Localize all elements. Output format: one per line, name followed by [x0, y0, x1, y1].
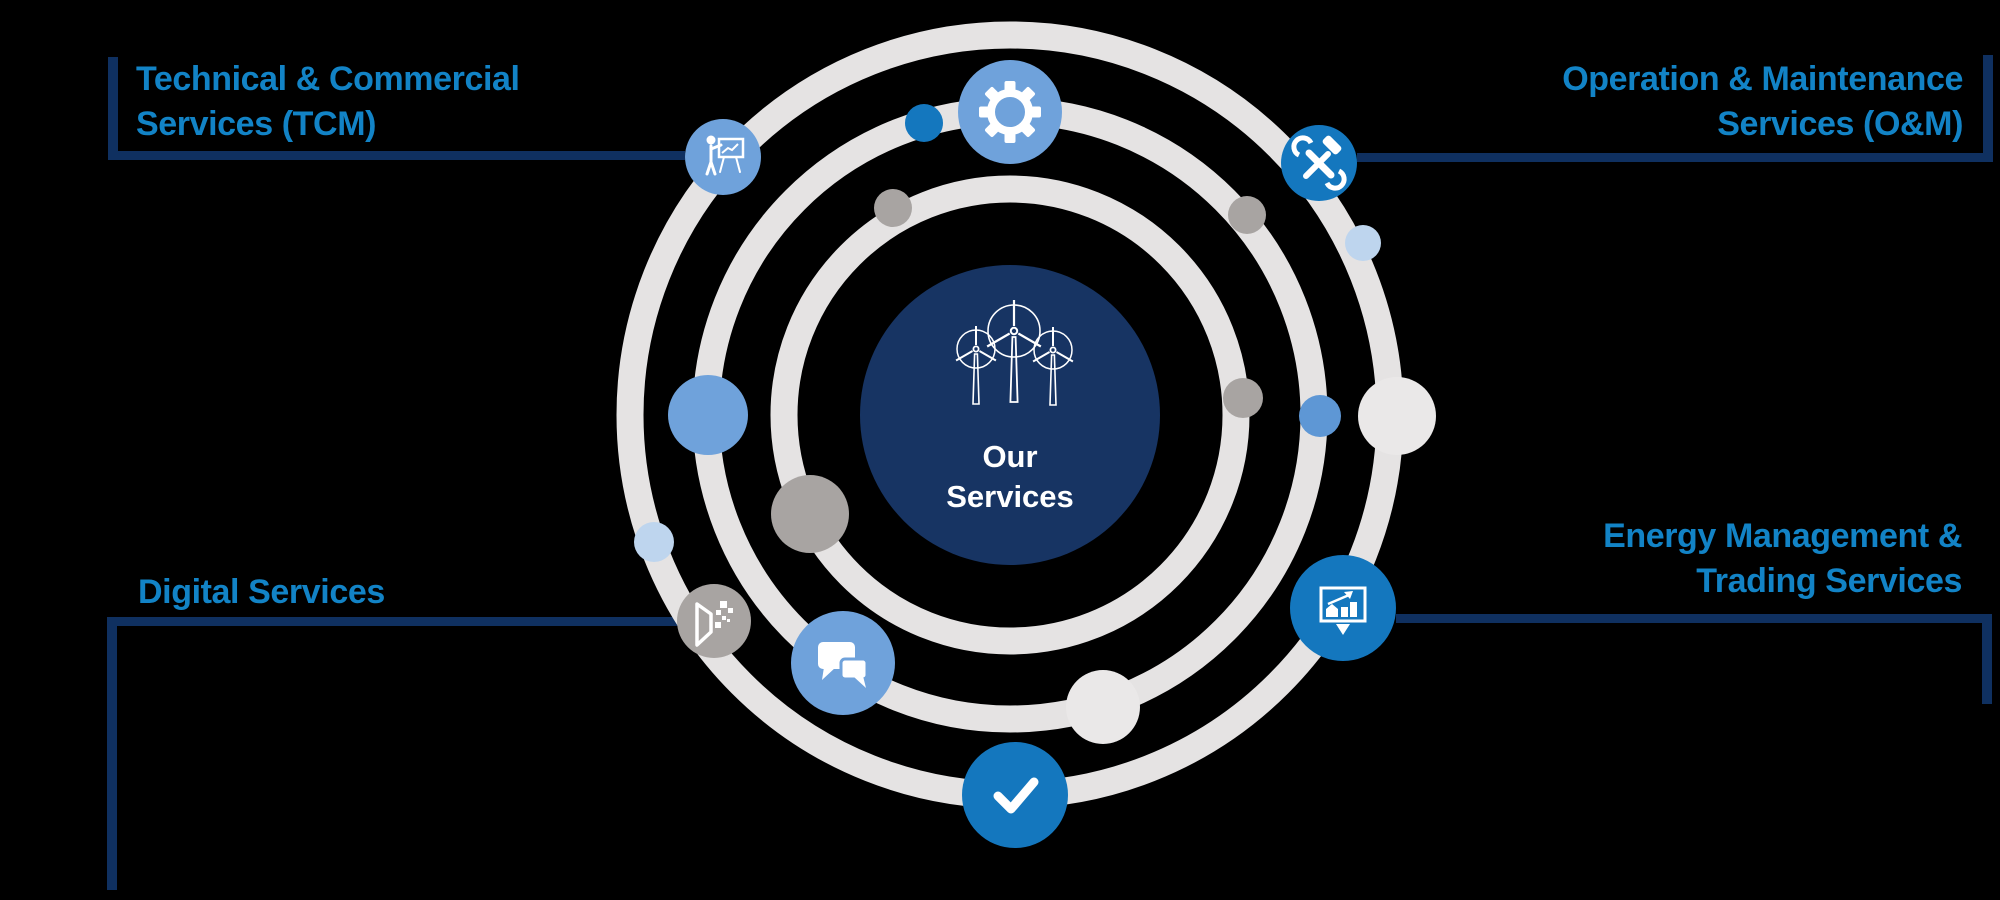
bracket-energy-horizontal — [1396, 614, 1992, 623]
chat-satellite-circle — [791, 611, 895, 715]
orbit-dots — [634, 104, 1436, 744]
orbit-dot — [1066, 670, 1140, 744]
gear-satellite — [958, 60, 1062, 164]
gear-icon — [979, 81, 1041, 143]
tools-satellite-circle — [1281, 125, 1357, 201]
label-technical-commercial-services: Technical & Commercial Services (TCM) — [136, 60, 520, 143]
orbit-ring-outer — [616, 21, 1404, 809]
gear-satellite-circle — [958, 60, 1062, 164]
orbit-dot — [634, 522, 674, 562]
orbit-ring-inner — [770, 175, 1250, 655]
orbit-dot — [1223, 378, 1263, 418]
big-data-icon — [695, 601, 733, 647]
big-data-satellite-circle — [677, 584, 751, 658]
bracket-tcm-horizontal — [108, 151, 685, 160]
chart-satellite — [1290, 555, 1396, 661]
label-energy-trading-services: Energy Management & Trading Services — [1603, 517, 1962, 600]
bracket-energy-vertical — [1982, 614, 1992, 704]
check-satellite-circle — [962, 742, 1068, 848]
presenter-easel-icon — [705, 135, 745, 176]
bar-chart-growth-icon — [1319, 586, 1367, 635]
checkmark-icon — [993, 777, 1039, 814]
wind-turbines-icon — [955, 300, 1074, 406]
chart-satellite-circle — [1290, 555, 1396, 661]
tools-satellite — [1281, 125, 1357, 201]
presenter-satellite-circle — [685, 119, 761, 195]
wrench-hammer-icon — [1291, 135, 1347, 191]
orbit-dot — [1358, 377, 1436, 455]
orbit-dot — [905, 104, 943, 142]
bracket-oam-vertical — [1983, 55, 1993, 162]
bracket-digital-horizontal — [107, 617, 678, 626]
presenter-satellite — [685, 119, 761, 195]
orbit-ring-middle — [692, 97, 1328, 733]
bracket-digital-vertical — [107, 617, 117, 890]
chat-bubbles-icon — [818, 642, 869, 688]
orbit-dot — [874, 189, 912, 227]
chat-satellite — [791, 611, 895, 715]
orbit-dot — [1299, 395, 1341, 437]
orbit-dot — [668, 375, 748, 455]
orbit-dot — [1345, 225, 1381, 261]
label-operation-maintenance-services: Operation & Maintenance Services (O&M) — [1562, 60, 1963, 143]
orbit-dot — [771, 475, 849, 553]
center-title: Our Services — [946, 439, 1074, 514]
bracket-tcm-vertical — [108, 57, 118, 160]
check-satellite — [962, 742, 1068, 848]
label-digital-services: Digital Services — [138, 573, 385, 611]
orbit-dot — [1228, 196, 1266, 234]
center-hub — [860, 265, 1160, 565]
center-circle — [860, 265, 1160, 565]
big-data-satellite — [677, 584, 751, 658]
bracket-oam-horizontal — [1357, 153, 1993, 162]
